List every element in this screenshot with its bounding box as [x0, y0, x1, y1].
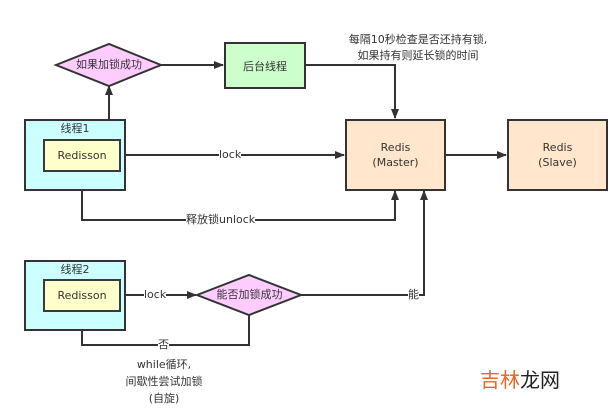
edge-bgthread-to-master: [305, 64, 399, 119]
thread1-title: 线程1: [60, 122, 90, 135]
background-thread-label: 后台线程: [243, 59, 287, 73]
edge-unlock-label: 释放锁unlock: [186, 213, 256, 226]
watermark-part2: 龙网: [520, 368, 560, 392]
edge-yes-label: 能: [408, 288, 419, 301]
watchdog-annotation-line2: 如果持有则延长锁的时间: [357, 49, 479, 62]
edge-lock1-label: lock: [219, 148, 242, 161]
thread2-redisson-node: Redisson: [43, 279, 121, 312]
edge-no-label: 否: [158, 338, 169, 351]
thread2-title: 线程2: [60, 263, 90, 276]
edge-yes: [301, 190, 428, 296]
watchdog-annotation: 每隔10秒检查是否还持有锁, 如果持有则延长锁的时间: [334, 32, 502, 64]
redis-master-line2: (Master): [372, 156, 419, 169]
decision2-shape: [194, 273, 304, 317]
edge-lock2-label: lock: [144, 288, 167, 301]
thread2-redisson-label: Redisson: [57, 289, 107, 302]
redis-master-line1: Redis: [380, 141, 411, 154]
decision1-label: 如果加锁成功: [76, 58, 142, 71]
redis-master-node: Redis (Master): [345, 119, 446, 191]
redis-slave-line1: Redis: [542, 141, 573, 154]
spin-annotation-line3: (自旋): [148, 392, 180, 405]
decision1-shape: [53, 42, 164, 88]
spin-annotation-line1: while循环,: [136, 358, 192, 371]
background-thread-node: 后台线程: [224, 42, 306, 89]
thread1-redisson-label: Redisson: [57, 149, 107, 162]
watermark: 吉林龙网: [480, 368, 560, 392]
spin-annotation: while循环, 间歇性尝试加锁 (自旋): [114, 356, 214, 407]
redis-slave-line2: (Slave): [538, 156, 577, 169]
decision2-label: 能否加锁成功: [216, 288, 283, 301]
watchdog-annotation-line1: 每隔10秒检查是否还持有锁,: [348, 33, 488, 46]
redis-slave-node: Redis (Slave): [507, 119, 608, 191]
spin-annotation-line2: 间歇性尝试加锁: [125, 375, 203, 388]
watermark-part1: 吉林: [480, 368, 520, 392]
thread1-redisson-node: Redisson: [43, 139, 121, 172]
